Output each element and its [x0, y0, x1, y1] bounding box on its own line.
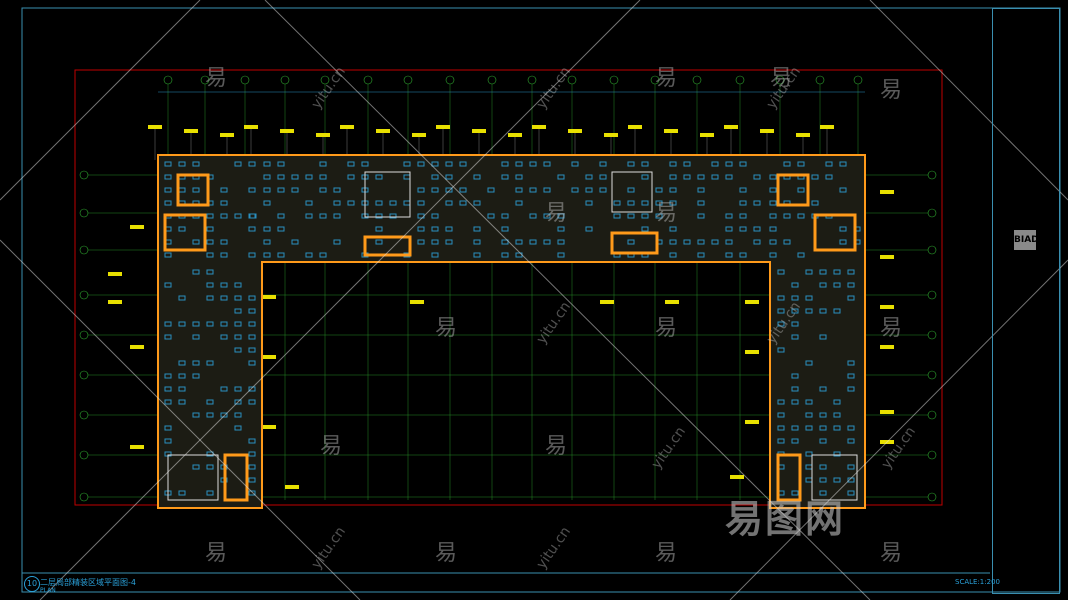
axis-bubble: [928, 209, 936, 217]
axis-bubble: [928, 291, 936, 299]
annotation-tag: [880, 410, 894, 414]
axis-bubble: [854, 76, 862, 84]
watermark-char: 易: [545, 195, 567, 227]
axis-bubble: [928, 411, 936, 419]
axis-bubble: [404, 76, 412, 84]
annotation-tag: [700, 133, 714, 137]
axis-bubble: [693, 76, 701, 84]
annotation-tag: [664, 129, 678, 133]
annotation-tag: [130, 345, 144, 349]
axis-bubble: [281, 76, 289, 84]
annotation-tag: [410, 300, 424, 304]
axis-bubble: [736, 76, 744, 84]
axis-bubble: [80, 371, 88, 379]
watermark-char: 易: [655, 535, 677, 567]
annotation-tag: [262, 295, 276, 299]
annotation-tag: [472, 129, 486, 133]
drawing-subtitle: PLAN: [40, 587, 56, 594]
axis-bubble: [164, 76, 172, 84]
annotation-tag: [796, 133, 810, 137]
annotation-tag: [880, 190, 894, 194]
annotation-tag: [108, 272, 122, 276]
axis-bubble: [928, 493, 936, 501]
axis-bubble: [364, 76, 372, 84]
watermark-char: 易: [655, 195, 677, 227]
watermark-brand: 易图网: [725, 488, 845, 543]
annotation-tag: [724, 125, 738, 129]
annotation-tag: [745, 300, 759, 304]
annotation-tag: [280, 129, 294, 133]
watermark-char: 易: [320, 428, 342, 460]
annotation-tag: [108, 300, 122, 304]
axis-bubble: [488, 76, 496, 84]
annotation-tag: [568, 129, 582, 133]
annotation-tag: [220, 133, 234, 137]
annotation-tag: [745, 350, 759, 354]
annotation-tag: [880, 255, 894, 259]
title-block: [992, 8, 1060, 594]
annotation-tag: [244, 125, 258, 129]
watermark-char: 易: [655, 310, 677, 342]
watermark-char: 易: [435, 535, 457, 567]
watermark-char: 易: [880, 72, 902, 104]
annotation-tag: [600, 300, 614, 304]
axis-bubble: [80, 451, 88, 459]
watermark-char: 易: [205, 535, 227, 567]
axis-bubble: [928, 371, 936, 379]
axis-bubble: [80, 411, 88, 419]
annotation-tag: [880, 305, 894, 309]
annotation-tag: [436, 125, 450, 129]
axis-bubble: [80, 493, 88, 501]
annotation-tag: [820, 125, 834, 129]
axis-bubble: [928, 246, 936, 254]
axis-bubble: [610, 76, 618, 84]
annotation-tag: [880, 345, 894, 349]
axis-bubble: [816, 76, 824, 84]
annotation-tag: [532, 125, 546, 129]
annotation-tag: [730, 475, 744, 479]
annotation-tag: [412, 133, 426, 137]
annotation-tag: [148, 125, 162, 129]
drawing-scale: SCALE:1:200: [955, 578, 1000, 586]
annotation-tag: [665, 300, 679, 304]
annotation-tag: [130, 225, 144, 229]
axis-bubble: [241, 76, 249, 84]
axis-bubble: [80, 331, 88, 339]
axis-bubble: [928, 331, 936, 339]
axis-bubble: [928, 451, 936, 459]
annotation-tag: [340, 125, 354, 129]
axis-bubble: [80, 246, 88, 254]
watermark-char: 易: [655, 60, 677, 92]
watermark-char: 易: [205, 60, 227, 92]
watermark-char: 易: [545, 428, 567, 460]
axis-bubble: [80, 291, 88, 299]
axis-bubble: [528, 76, 536, 84]
axis-bubble: [80, 209, 88, 217]
annotation-tag: [262, 425, 276, 429]
annotation-tag: [376, 129, 390, 133]
axis-bubble: [928, 171, 936, 179]
annotation-tag: [628, 125, 642, 129]
annotation-tag: [604, 133, 618, 137]
annotation-tag: [508, 133, 522, 137]
annotation-tag: [745, 420, 759, 424]
sheet-number: 10: [24, 576, 40, 592]
watermark-char: 易: [435, 310, 457, 342]
annotation-tag: [285, 485, 299, 489]
annotation-tag: [184, 129, 198, 133]
annotation-tag: [130, 445, 144, 449]
annotation-tag: [262, 355, 276, 359]
watermark-char: 易: [880, 535, 902, 567]
axis-bubble: [80, 171, 88, 179]
axis-bubble: [446, 76, 454, 84]
annotation-tag: [760, 129, 774, 133]
biad-logo: BIAD: [1014, 230, 1036, 250]
annotation-tag: [316, 133, 330, 137]
watermark-char: 易: [880, 310, 902, 342]
